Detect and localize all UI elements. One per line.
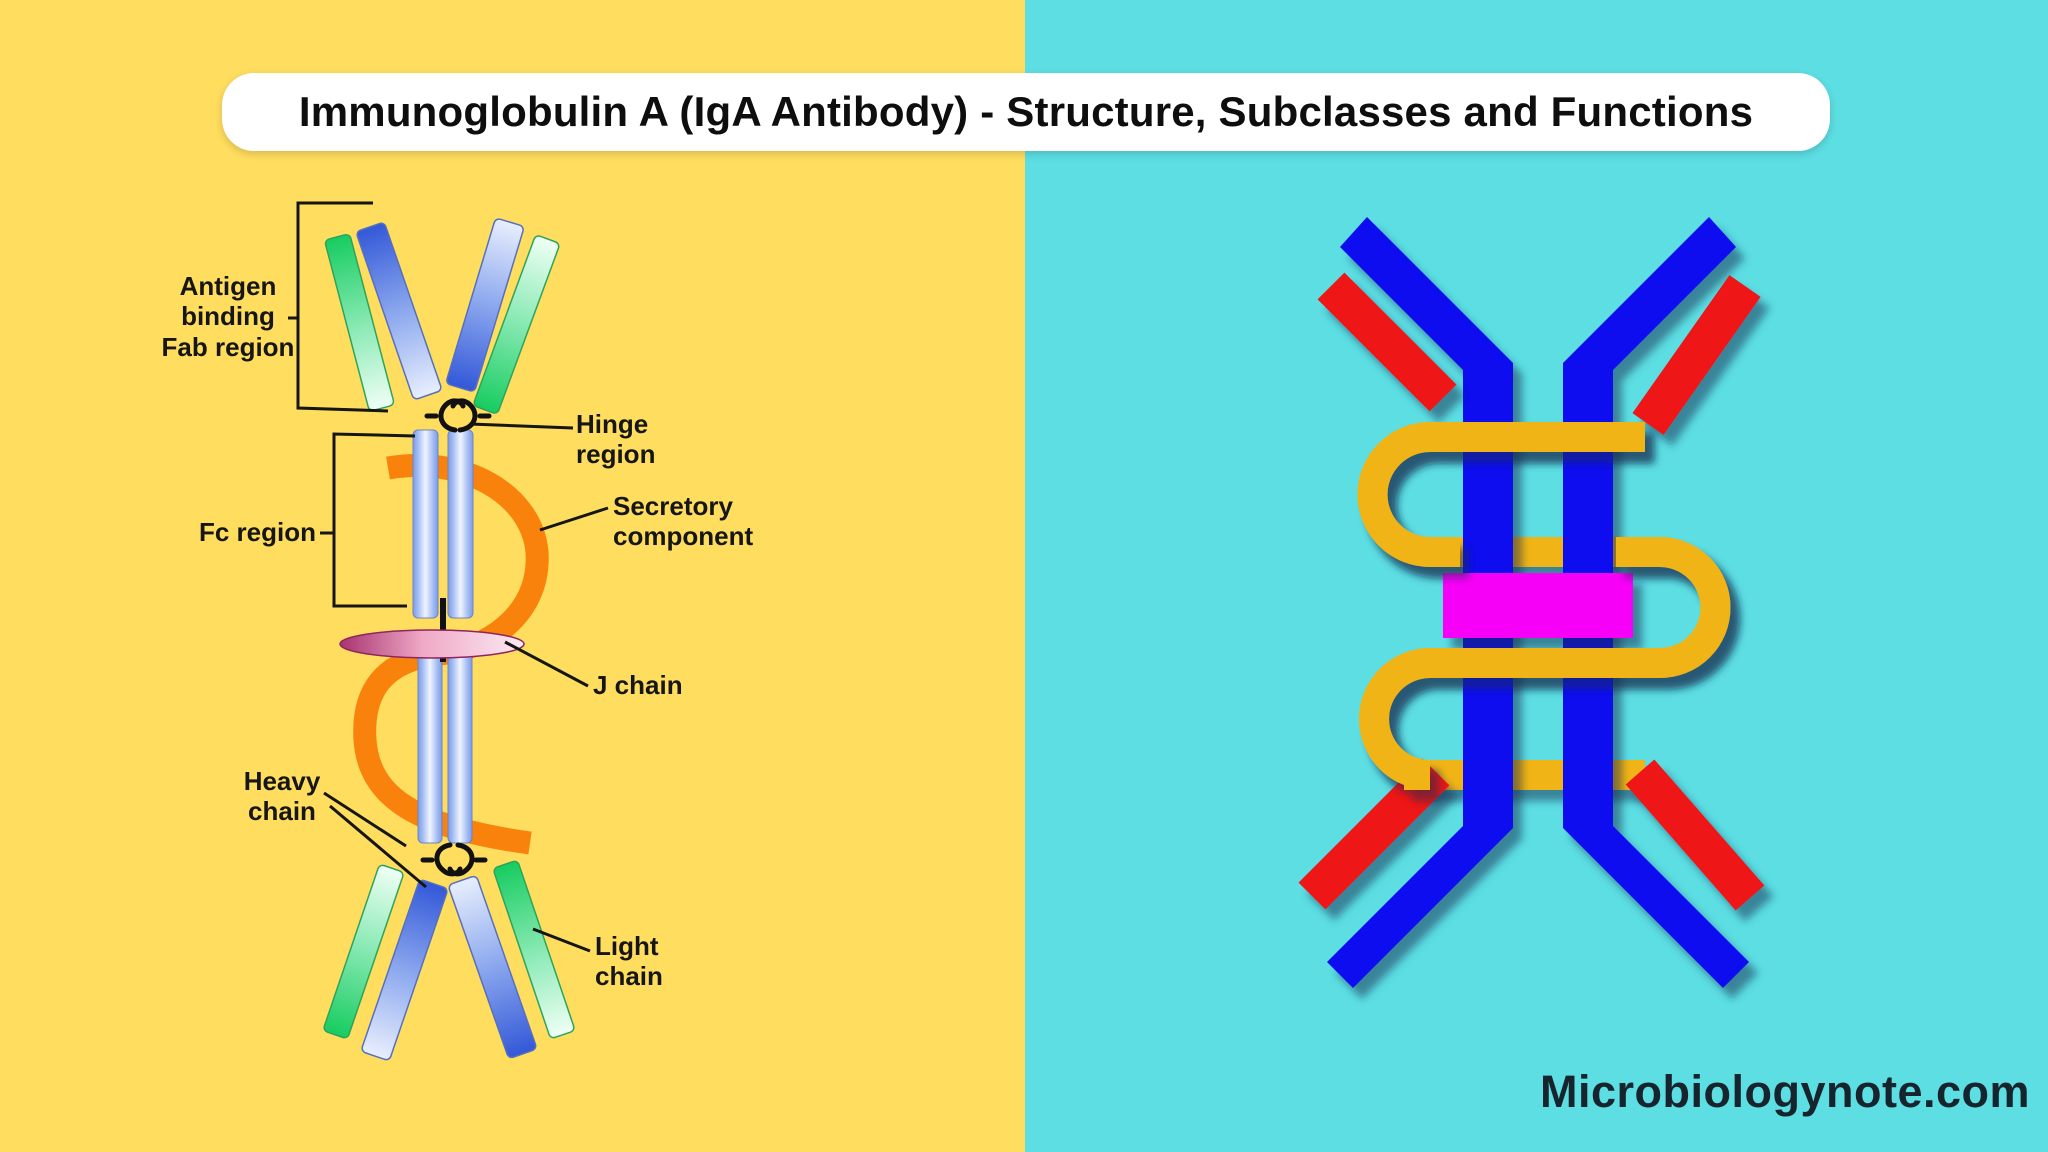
heavy-chain-fab-bar — [356, 222, 442, 400]
watermark-text: Microbiologynote.com — [1539, 1066, 2030, 1117]
fab-region-label: binding — [181, 301, 275, 331]
light-chain-shape — [1317, 272, 1457, 412]
yellow-background-panel — [0, 0, 1025, 1152]
light-chain-bar — [473, 235, 560, 414]
fc-bracket — [332, 432, 416, 608]
secretory-ribbon-segment — [1359, 537, 1731, 790]
iga-labeled-diagram: Antigen binding Fab region Hinge region … — [162, 201, 753, 1061]
hinge-region-label: region — [576, 439, 655, 469]
light-chain-label: Light — [595, 931, 659, 961]
light-chain-bar — [493, 860, 575, 1039]
light-chain-bar — [324, 233, 395, 412]
title-banner: Immunoglobulin A (IgA Antibody) - Struct… — [222, 73, 1830, 151]
j-chain-leader-line — [504, 640, 589, 688]
light-chain-shape — [1298, 758, 1450, 910]
secretory-component-label: component — [613, 521, 753, 551]
secretory-ribbon-front — [1357, 422, 1731, 790]
page-title: Immunoglobulin A (IgA Antibody) - Struct… — [298, 88, 1754, 135]
heavy-chains-group — [1327, 217, 1749, 988]
iga-dimer-illustration — [1298, 217, 1765, 988]
fc-region-label: Fc region — [199, 517, 316, 547]
light-chains-group — [1298, 272, 1765, 911]
heavy-chain-fab-bar — [361, 879, 448, 1061]
secretory-ribbon-segment — [1357, 422, 1645, 567]
hinge-leader-line — [469, 422, 574, 430]
light-chain-leader-line — [532, 927, 591, 953]
heavy-chain-fab-bar — [446, 218, 524, 392]
fab-region-label: Antigen — [180, 271, 277, 301]
fc-heavy-chain-bar — [447, 651, 473, 844]
j-chain-rect — [1443, 573, 1633, 638]
fc-heavy-chain-bar — [412, 429, 439, 619]
heavy-chain-leader-line — [323, 791, 407, 848]
heavy-chain-shape — [1340, 217, 1513, 610]
light-chain-label: chain — [595, 961, 663, 991]
light-chain-shape — [1632, 275, 1761, 435]
heavy-chain-shape — [1327, 605, 1513, 988]
heavy-chain-shape — [1563, 217, 1736, 610]
fab-region-label: Fab region — [162, 332, 295, 362]
j-chain-ellipse — [339, 629, 525, 659]
secretory-component-label: Secretory — [613, 491, 733, 521]
heavy-chain-fab-bar — [448, 875, 537, 1059]
secretory-leader-line — [539, 506, 609, 532]
j-chain-group — [1443, 573, 1633, 638]
fab-bracket — [296, 201, 389, 413]
j-chain-label: J chain — [593, 670, 683, 700]
heavy-chain-label: chain — [248, 796, 316, 826]
light-chain-bar — [323, 864, 404, 1039]
light-chain-shape — [1625, 759, 1765, 911]
heavy-chain-label: Heavy — [244, 766, 321, 796]
hinge-squiggle — [420, 842, 488, 877]
heavy-chain-leader-line — [329, 804, 427, 889]
fc-heavy-chain-bar — [417, 651, 443, 844]
fc-heavy-chain-bar — [447, 429, 474, 619]
hinge-region-label: Hinge — [576, 409, 648, 439]
heavy-chain-shape — [1563, 605, 1749, 988]
